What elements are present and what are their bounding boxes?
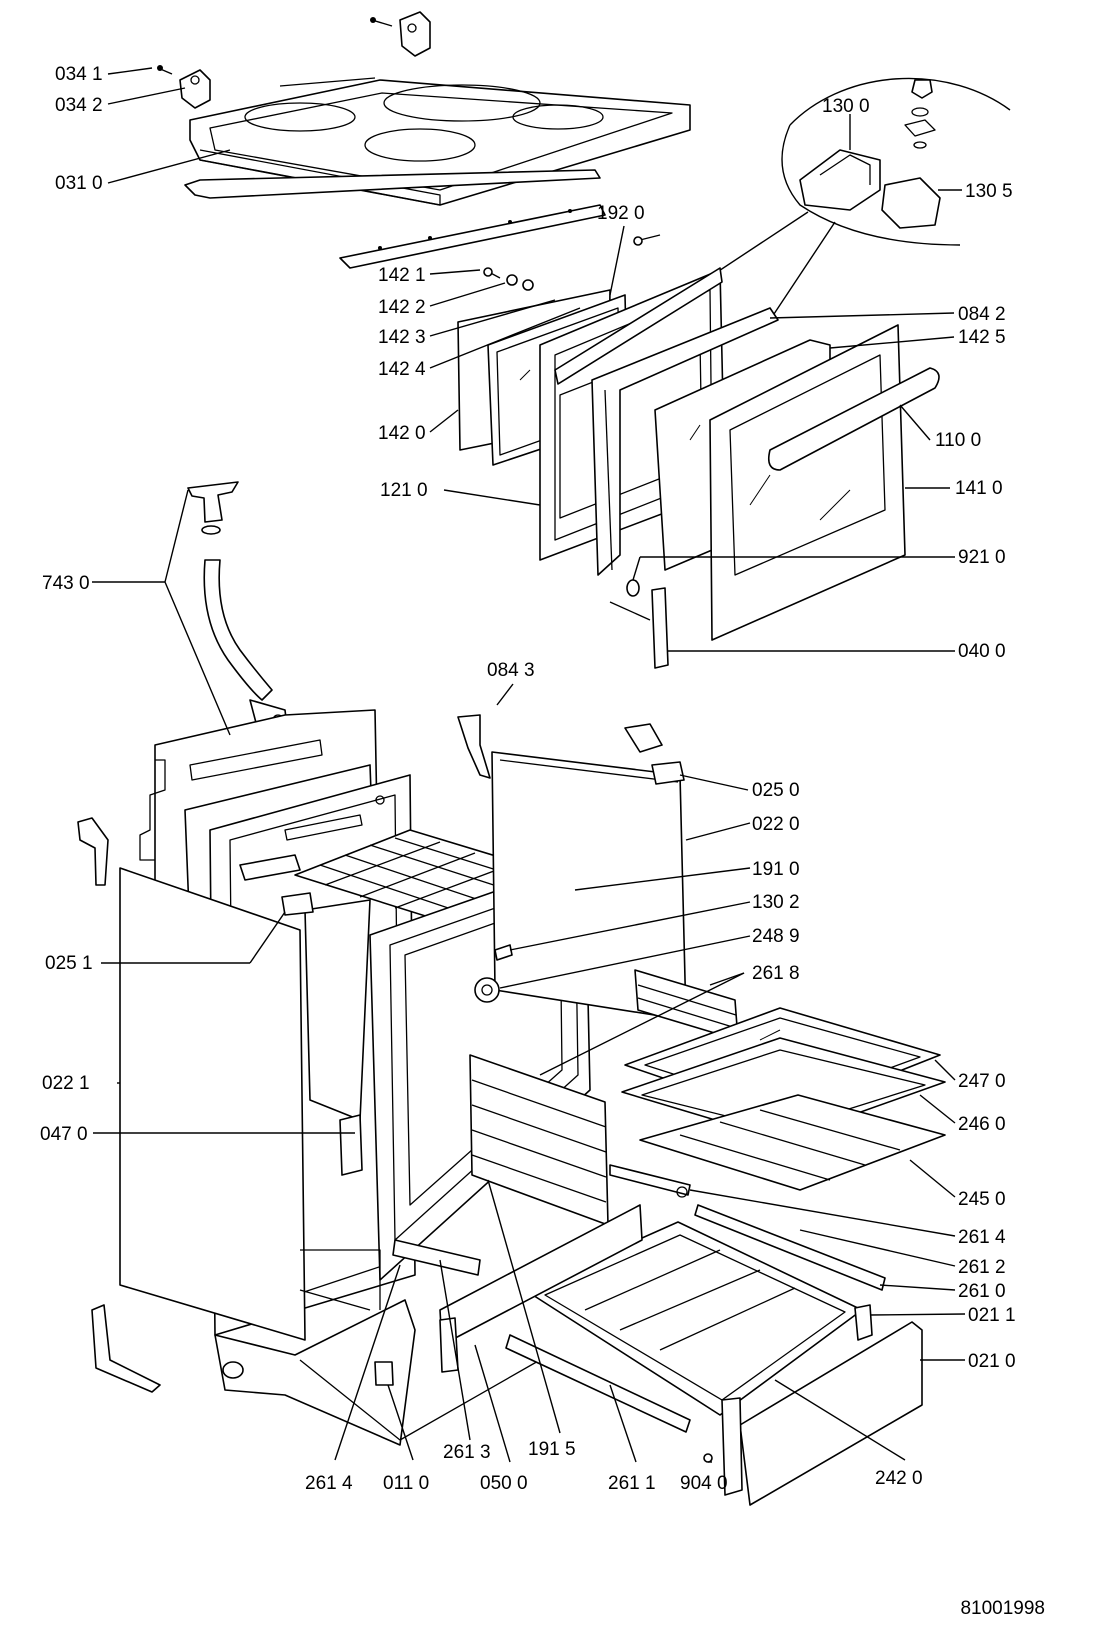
document-number: 81001998	[960, 1598, 1045, 1619]
callout-021-0: 021 0	[968, 1351, 1016, 1372]
callout-022-0: 022 0	[752, 814, 800, 835]
callout-084-2: 084 2	[958, 304, 1006, 325]
oven-door-assembly	[457, 234, 940, 669]
callout-191-0: 191 0	[752, 859, 800, 880]
callout-261-2: 261 2	[958, 1257, 1006, 1278]
callout-031-0: 031 0	[55, 173, 103, 194]
callout-021-1: 021 1	[968, 1305, 1016, 1326]
callout-142-1: 142 1	[378, 265, 426, 286]
callout-261-4-bottom: 261 4	[305, 1473, 353, 1494]
callout-022-1: 022 1	[42, 1073, 90, 1094]
cooktop	[189, 77, 691, 206]
callout-025-0: 025 0	[752, 780, 800, 801]
control-detail-inset	[689, 77, 1011, 321]
callout-034-1: 034 1	[55, 64, 103, 85]
callout-261-0: 261 0	[958, 1281, 1006, 1302]
callout-192-0: 192 0	[597, 203, 645, 224]
grill-rack-245	[639, 1094, 946, 1191]
callout-191-5: 191 5	[528, 1439, 576, 1460]
callout-743-0: 743 0	[42, 573, 90, 594]
cooktop-clip-top	[370, 11, 431, 57]
callout-261-4-right: 261 4	[958, 1227, 1006, 1248]
drawer-front-210	[721, 1304, 923, 1506]
callout-142-5: 142 5	[958, 327, 1006, 348]
callout-025-1: 025 1	[45, 953, 93, 974]
callout-142-0: 142 0	[378, 423, 426, 444]
callout-242-0: 242 0	[875, 1468, 923, 1489]
callout-050-0: 050 0	[480, 1473, 528, 1494]
callout-142-2: 142 2	[378, 297, 426, 318]
callout-261-3: 261 3	[443, 1442, 491, 1463]
callout-142-4: 142 4	[378, 359, 426, 380]
callout-245-0: 245 0	[958, 1189, 1006, 1210]
callout-261-8: 261 8	[752, 963, 800, 984]
callout-130-5: 130 5	[965, 181, 1013, 202]
cooktop-rails	[184, 169, 606, 269]
callout-034-2: 034 2	[55, 95, 103, 116]
callout-142-3: 142 3	[378, 327, 426, 348]
gas-hose	[187, 481, 289, 739]
callout-130-0: 130 0	[822, 96, 870, 117]
callout-110-0: 110 0	[935, 430, 981, 451]
callout-011-0: 011 0	[383, 1473, 429, 1494]
callout-141-0: 141 0	[955, 478, 1003, 499]
callout-921-0: 921 0	[958, 547, 1006, 568]
leader-lines	[92, 67, 966, 1463]
callout-labels: 034 1 034 2 031 0 130 0 130 5 192 0 142 …	[40, 64, 1016, 1494]
callout-121-0: 121 0	[380, 480, 428, 501]
clip-025-1	[281, 892, 314, 916]
oven-lamp-and-parts	[239, 854, 713, 1463]
callout-084-3: 084 3	[487, 660, 535, 681]
callout-130-2: 130 2	[752, 892, 800, 913]
callout-248-9: 248 9	[752, 926, 800, 947]
cooktop-clip-left	[157, 65, 211, 109]
callout-246-0: 246 0	[958, 1114, 1006, 1135]
callout-247-0: 247 0	[958, 1071, 1006, 1092]
clip-025-0	[624, 723, 685, 785]
callout-040-0: 040 0	[958, 641, 1006, 662]
callout-904-0: 904 0	[680, 1473, 728, 1494]
callout-261-1: 261 1	[608, 1473, 656, 1494]
rail-261	[392, 1164, 886, 1433]
oven-cabinet	[77, 709, 591, 1446]
callout-047-0: 047 0	[40, 1124, 88, 1145]
